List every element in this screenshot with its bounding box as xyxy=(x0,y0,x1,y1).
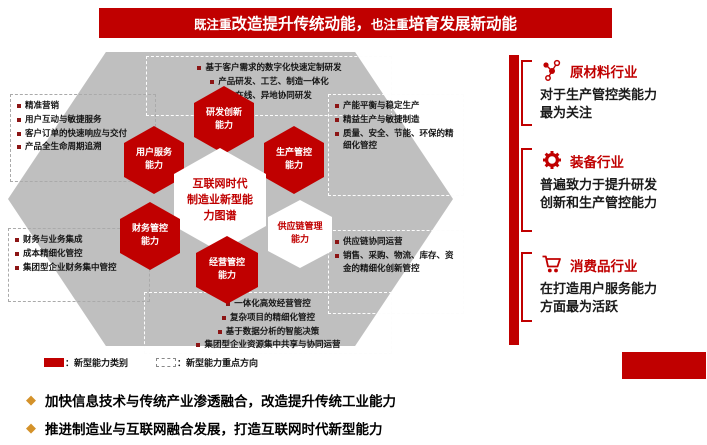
industry-connector-bar xyxy=(509,55,519,345)
capability-hex-diagram: 基于客户需求的数字化快速定制研发 产品研发、工艺、制造一体化 在线、异地协同研发… xyxy=(8,52,464,354)
diamond-bullet-icon: ◆ xyxy=(26,420,36,436)
focus-item: 集团型企业财务集中管控 xyxy=(14,262,144,275)
diamond-bullet-icon: ◆ xyxy=(26,392,36,408)
industry-header: 原材料行业 xyxy=(540,58,702,82)
industry-equipment: 装备行业 普遍致力于提升研发创新和生产管控能力 xyxy=(540,148,702,214)
title-segment-emphasis: 改造提升传统动能， xyxy=(231,15,371,33)
legend-solid-swatch xyxy=(44,358,64,367)
title-segment-emphasis: 培育发展新动能 xyxy=(408,15,518,33)
focus-item: 财务与业务集成 xyxy=(14,234,144,247)
focus-item: 产能平衡与稳定生产 xyxy=(334,100,458,113)
focus-item: 集团型企业资源集中共享与协同运营 xyxy=(195,339,341,352)
focus-item: 成本精细化管控 xyxy=(14,248,144,261)
industry-header: 装备行业 xyxy=(540,148,702,172)
legend-label: ：新型能力类别 xyxy=(65,359,129,369)
industry-title: 消费品行业 xyxy=(570,259,638,275)
focus-item: 精益生产与敏捷制造 xyxy=(334,114,458,127)
takeaway-text: 加快信息技术与传统产业渗透融合，改造提升传统工业能力 xyxy=(45,394,396,410)
bracket-consumer-goods xyxy=(521,252,532,322)
focus-box-production: 产能平衡与稳定生产 精益生产与敏捷制造 质量、安全、节能、环保的精细化管控 xyxy=(328,94,464,196)
focus-item: 精准营销 xyxy=(16,100,150,113)
decorative-red-block xyxy=(622,352,706,379)
industry-title: 原材料行业 xyxy=(570,65,638,81)
legend-item-category: ：新型能力类别 xyxy=(44,356,128,369)
industry-header: 消费品行业 xyxy=(540,252,702,276)
industry-desc: 普遍致力于提升研发创新和生产管控能力 xyxy=(540,178,658,212)
focus-item: 基于客户需求的数字化快速定制研发 xyxy=(196,62,342,75)
industry-desc: 在打造用户服务能力方面最为活跃 xyxy=(540,282,658,316)
focus-box-supply-chain: 供应链协同运营 销售、采购、物流、库存、资金的精细化创新管控 xyxy=(328,230,464,314)
page-title: 既注重 改造提升传统动能， 也注重 培育发展新动能 xyxy=(99,8,612,38)
gear-icon xyxy=(540,148,564,172)
industry-title: 装备行业 xyxy=(570,155,624,171)
legend-label: ：新型能力重点方向 xyxy=(177,359,259,369)
focus-item: 销售、采购、物流、库存、资金的精细化创新管控 xyxy=(334,250,458,276)
focus-item: 质量、安全、节能、环保的精细化管控 xyxy=(334,128,458,154)
legend-dashed-swatch xyxy=(156,358,177,367)
focus-item: 产品全生命周期追溯 xyxy=(16,141,150,154)
takeaway-2: ◆ 推进制造业与互联网融合发展，打造互联网时代新型能力 xyxy=(26,418,383,439)
takeaway-1: ◆ 加快信息技术与传统产业渗透融合，改造提升传统工业能力 xyxy=(26,390,396,411)
focus-item: 供应链协同运营 xyxy=(334,236,458,249)
bracket-equipment xyxy=(521,148,532,232)
focus-box-operation: 一体化高效经营管控 复杂项目的精细化管控 基于数据分析的智能决策 集团型企业资源… xyxy=(144,292,392,354)
industry-desc: 对于生产管控类能力最为关注 xyxy=(540,88,658,122)
focus-item: 产品研发、工艺、制造一体化 xyxy=(209,76,329,89)
focus-item: 一体化高效经营管控 xyxy=(225,298,311,311)
title-segment: 既注重 xyxy=(193,16,232,32)
industry-consumer-goods: 消费品行业 在打造用户服务能力方面最为活跃 xyxy=(540,252,702,318)
focus-item: 客户订单的快速响应与交付 xyxy=(16,128,150,141)
title-segment: 也注重 xyxy=(371,16,409,32)
bracket-raw-materials xyxy=(521,60,532,126)
legend: ：新型能力类别 ：新型能力重点方向 xyxy=(44,356,258,369)
industry-raw-materials: 原材料行业 对于生产管控类能力最为关注 xyxy=(540,58,702,124)
focus-item: 复杂项目的精细化管控 xyxy=(221,312,315,325)
focus-item: 用户互动与敏捷服务 xyxy=(16,114,150,127)
takeaway-text: 推进制造业与互联网融合发展，打造互联网时代新型能力 xyxy=(45,422,383,438)
focus-item: 基于数据分析的智能决策 xyxy=(217,326,319,339)
legend-item-direction: ：新型能力重点方向 xyxy=(156,356,258,369)
molecule-icon xyxy=(540,58,564,82)
focus-box-rd: 基于客户需求的数字化快速定制研发 产品研发、工艺、制造一体化 在线、异地协同研发 xyxy=(146,56,392,116)
cart-icon xyxy=(540,252,564,276)
